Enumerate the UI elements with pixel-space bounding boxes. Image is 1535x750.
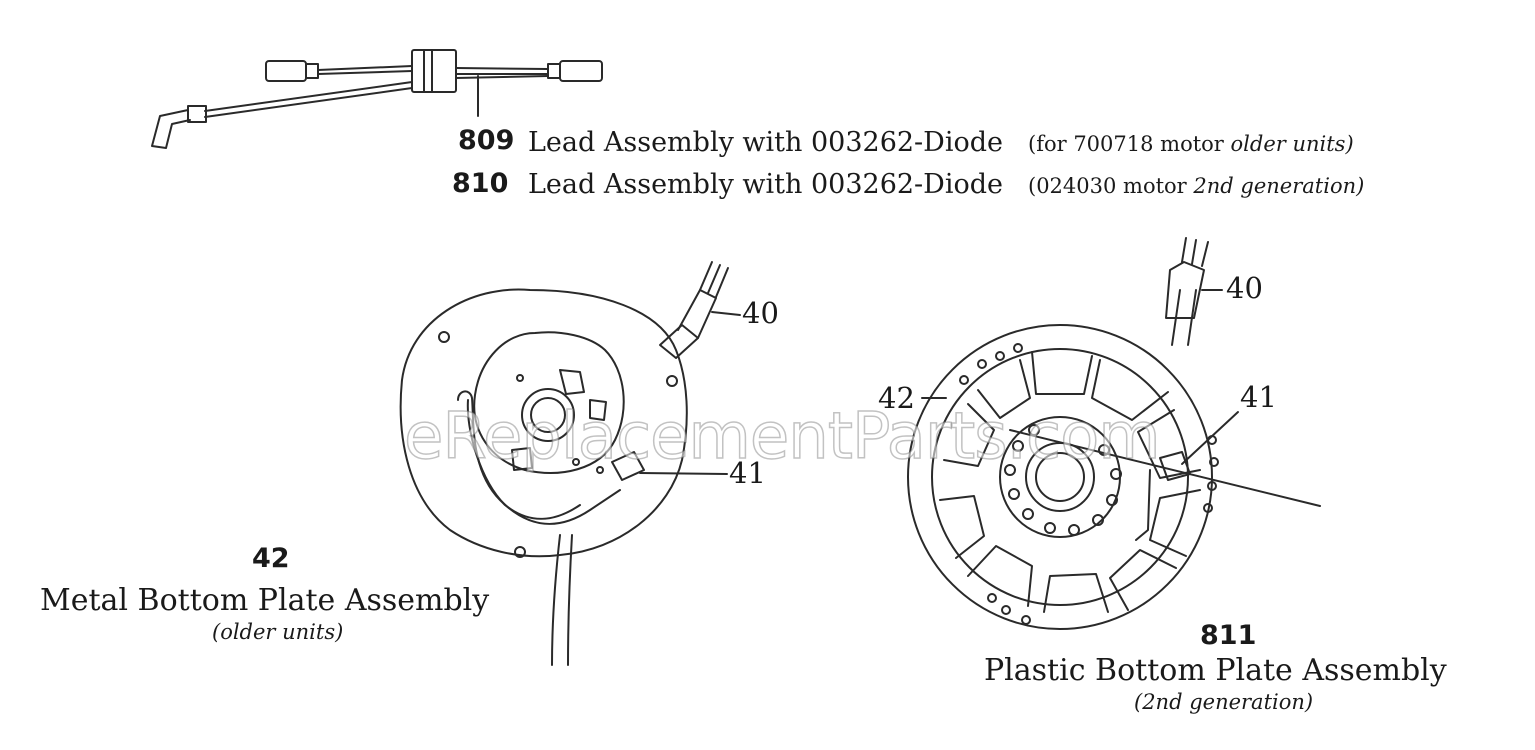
part-809-note-prefix: (for 700718 motor — [1028, 132, 1224, 156]
part-810-description: Lead Assembly with 003262-Diode — [528, 169, 1003, 200]
part-809-note: (for 700718 motor older units) — [1028, 132, 1354, 156]
part-810-note: (024030 motor 2nd generation) — [1028, 174, 1364, 198]
metal-plate-subtitle: (older units) — [212, 620, 344, 644]
plastic-cord-callout: 40 — [1226, 271, 1263, 305]
metal-clip-callout: 41 — [729, 456, 766, 490]
part-809-note-italic: older units) — [1230, 132, 1354, 156]
plastic-plate-drawing — [907, 237, 1321, 630]
part-810-note-prefix: (024030 motor — [1028, 174, 1187, 198]
plastic-plate-title: Plastic Bottom Plate Assembly — [984, 653, 1447, 688]
plastic-plate-number: 811 — [1200, 620, 1257, 651]
plastic-clip-callout: 41 — [1240, 380, 1277, 414]
metal-cord-callout: 40 — [742, 296, 779, 330]
lead-assembly-drawing — [151, 49, 603, 149]
metal-plate-number: 42 — [252, 543, 290, 574]
part-809-description: Lead Assembly with 003262-Diode — [528, 127, 1003, 158]
part-809-number: 809 — [458, 125, 515, 156]
part-810-number: 810 — [452, 168, 509, 199]
part-810-note-italic: 2nd generation) — [1193, 174, 1365, 198]
metal-plate-drawing — [399, 261, 741, 666]
metal-plate-title: Metal Bottom Plate Assembly — [40, 583, 490, 618]
plastic-plate-subtitle: (2nd generation) — [1134, 690, 1314, 714]
plastic-plate-callout: 42 — [878, 381, 915, 415]
watermark: eReplacementParts.com — [403, 399, 1161, 475]
